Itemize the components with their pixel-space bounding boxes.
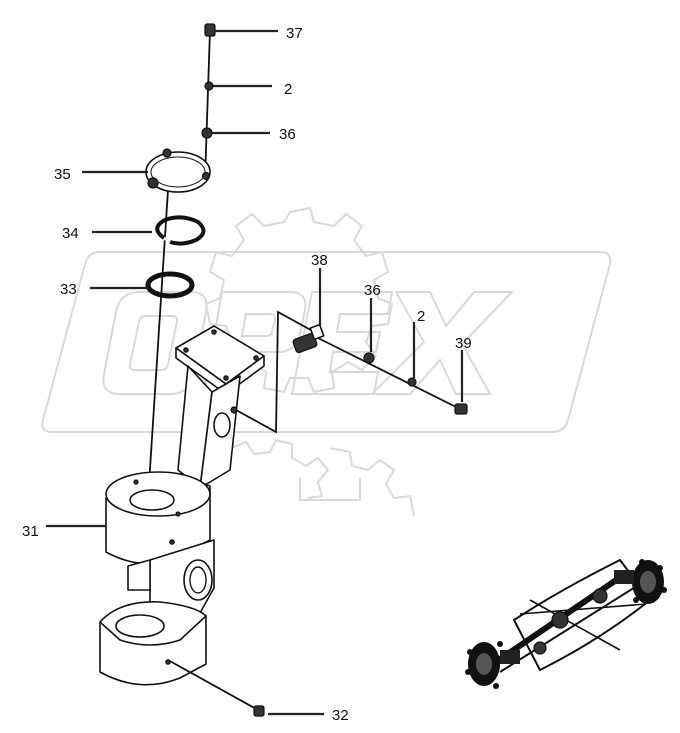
knuckle-body-31 — [99, 325, 265, 686]
bolt-32 — [253, 705, 265, 717]
snap-ring-34 — [155, 215, 206, 246]
opex-watermark — [41, 206, 612, 517]
nut-36-top — [201, 127, 213, 139]
callout-31: 31 — [22, 523, 39, 540]
bolt-37 — [204, 23, 216, 37]
callout-32: 32 — [332, 707, 349, 724]
axis-line-main — [147, 189, 169, 501]
callout-36-right: 36 — [364, 282, 381, 299]
nut-36-right — [363, 352, 375, 364]
callout-35: 35 — [54, 166, 71, 183]
washer-2-top — [204, 81, 214, 91]
callout-34: 34 — [62, 225, 79, 242]
axis-line-bottom — [167, 659, 259, 711]
bolt-39 — [454, 403, 468, 415]
callout-37: 37 — [286, 25, 303, 42]
oring-33 — [145, 271, 195, 299]
cover-ring-35 — [145, 148, 211, 193]
callout-33: 33 — [60, 281, 77, 298]
callout-38: 38 — [311, 252, 328, 269]
callout-2-right: 2 — [417, 308, 425, 325]
callout-39: 39 — [455, 335, 472, 352]
callout-2-top: 2 — [284, 81, 292, 98]
axle-assembly-thumbnail — [465, 558, 667, 689]
tube-line — [235, 310, 319, 434]
leader-lines — [46, 29, 464, 716]
axis-line-top — [204, 29, 211, 181]
washer-2-right — [407, 377, 417, 387]
callout-36-top: 36 — [279, 126, 296, 143]
axis-line-right — [317, 337, 463, 411]
fitting-38 — [292, 323, 325, 354]
